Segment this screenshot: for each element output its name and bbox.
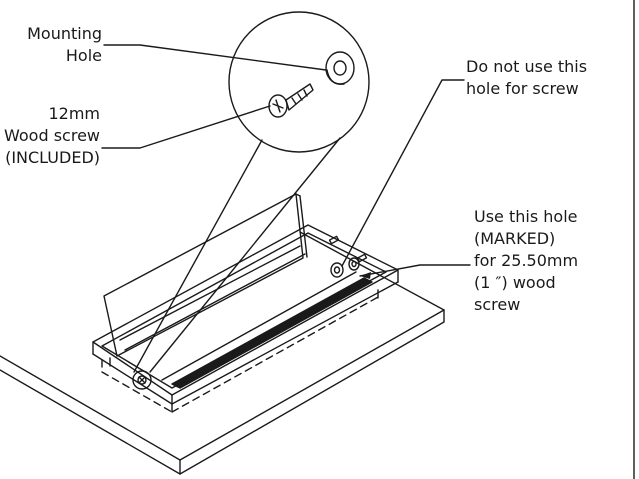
desk-surface	[0, 231, 445, 475]
left-mounting-hole	[132, 370, 152, 390]
label-12mm-wood-screw: 12mm Wood screw (INCLUDED)	[4, 104, 100, 167]
leader-arrowhead	[360, 272, 371, 279]
brush-strip	[161, 271, 373, 389]
label-use-this-hole: Use this hole (MARKED) for 25.50mm (1 ″)…	[474, 207, 579, 314]
leader-lines	[101, 44, 471, 277]
detail-wood-screw	[268, 83, 314, 118]
label-mounting-hole: Mounting Hole	[27, 24, 102, 65]
desk-cutout-outline	[101, 295, 381, 413]
do-not-use-hole	[330, 262, 344, 278]
detail-mounting-hole	[325, 51, 355, 85]
label-do-not-use-hole: Do not use this hole for screw	[466, 57, 588, 98]
detail-magnifier-circle	[133, 11, 370, 373]
marked-screw-hole	[348, 257, 360, 271]
